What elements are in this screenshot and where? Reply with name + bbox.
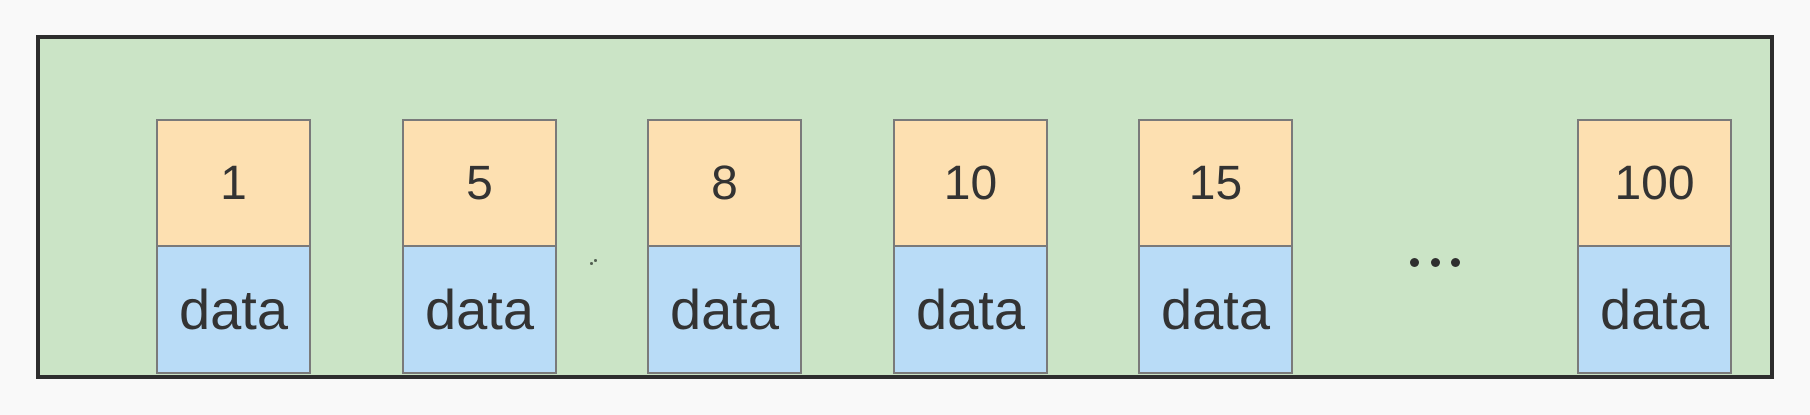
cell-index-label: 100 bbox=[1579, 121, 1730, 247]
cell-index-label: 8 bbox=[649, 121, 800, 247]
array-cell: 100 data bbox=[1577, 119, 1732, 374]
array-container-box: 1 data 5 data 8 data 10 data 15 data 100… bbox=[36, 35, 1774, 379]
cell-index-label: 5 bbox=[404, 121, 555, 247]
cell-data-label: data bbox=[158, 247, 309, 372]
ellipsis-dot-icon bbox=[1430, 258, 1440, 267]
cell-data-label: data bbox=[404, 247, 555, 372]
cell-data-label: data bbox=[895, 247, 1046, 372]
stray-dot-artifact bbox=[590, 262, 593, 265]
array-cell: 5 data bbox=[402, 119, 557, 374]
cell-index-label: 1 bbox=[158, 121, 309, 247]
array-cell: 15 data bbox=[1138, 119, 1293, 374]
array-cell: 1 data bbox=[156, 119, 311, 374]
cell-data-label: data bbox=[1579, 247, 1730, 372]
cell-data-label: data bbox=[649, 247, 800, 372]
cell-data-label: data bbox=[1140, 247, 1291, 372]
cell-index-label: 15 bbox=[1140, 121, 1291, 247]
ellipsis-dot-icon bbox=[1451, 258, 1460, 267]
cell-index-label: 10 bbox=[895, 121, 1046, 247]
array-cell: 10 data bbox=[893, 119, 1048, 374]
ellipsis-dot-icon bbox=[1410, 258, 1419, 267]
stray-dot-artifact bbox=[594, 259, 597, 262]
array-cell: 8 data bbox=[647, 119, 802, 374]
ellipsis bbox=[1410, 258, 1460, 267]
